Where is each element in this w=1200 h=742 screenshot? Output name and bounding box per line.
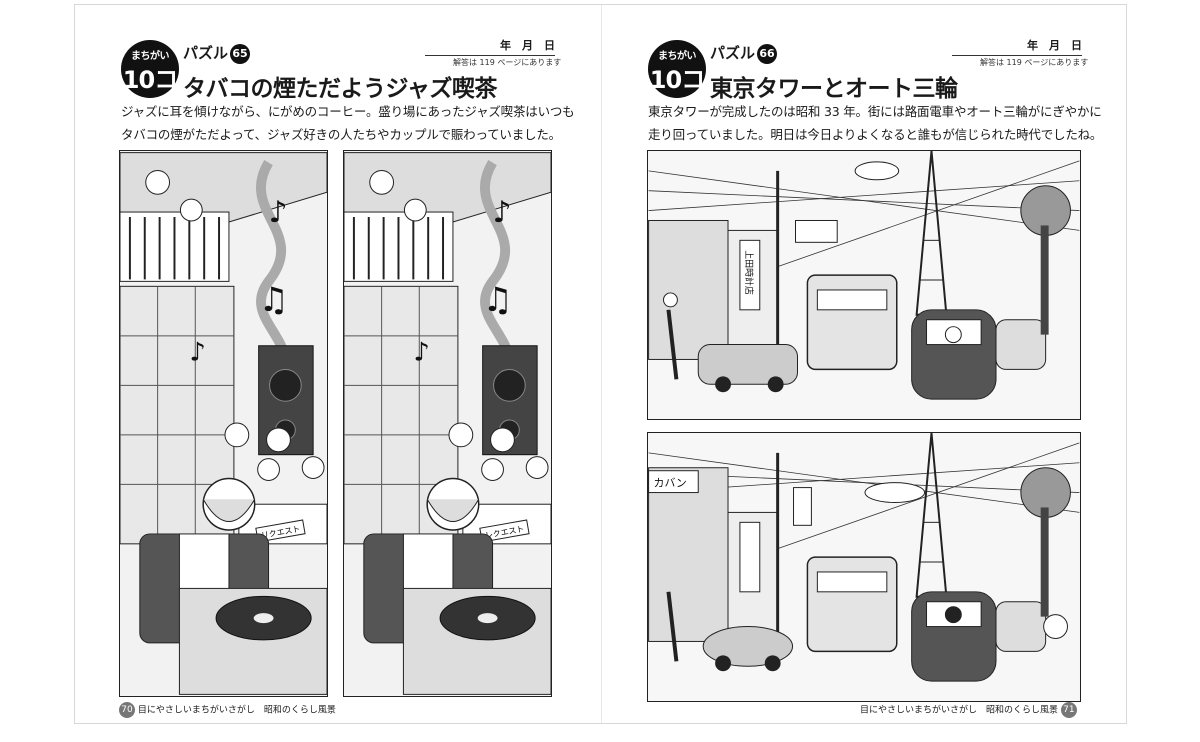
svg-text:♪: ♪ [413,338,429,368]
badge-count: 10コ [649,66,705,94]
puzzle-label-text: パズル [183,44,229,62]
intro-line-1: ジャズに耳を傾けながら、にがめのコーヒー。盛り場にあったジャズ喫茶はいつも [121,104,575,119]
badge-count: 10コ [122,66,178,94]
svg-text:♪: ♪ [269,195,288,230]
puzzle-number: 66 [757,43,778,64]
intro-line-2: 走り回っていました。明日は今日よりよくなると誰もが信じられた時代でしたね。 [648,127,1103,142]
right-footer: 目にやさしいまちがいさがし 昭和のくらし風景 71 [860,702,1077,718]
jazz-cafe-panel-altered[interactable]: ♪ ♫ ♪ レクエスト [343,150,552,697]
date-field: 年 月 日 [425,37,555,56]
answer-note: 解答は 119 ページにあります [453,58,562,67]
puzzle-number: 65 [230,43,251,64]
puzzle-label-text: パズル [710,44,756,62]
badge-label: まちがい [131,51,170,62]
jazz-cafe-illustration-altered: ♪ ♫ ♪ レクエスト [344,152,551,695]
intro-text: 東京タワーが完成したのは昭和 33 年。街には路面電車やオート三輪がにぎやかに … [648,100,1108,146]
svg-text:♪: ♪ [189,338,205,368]
svg-text:♪: ♪ [493,195,512,230]
badge-label: まちがい [658,51,697,62]
shop-sign-text: 上田時計店 [743,250,755,295]
tokyo-tower-panel-altered[interactable]: カバン [647,432,1081,702]
jazz-cafe-panel-original[interactable]: ♪ ♫ ♪ リクエスト [119,150,328,697]
page-fold [601,5,602,723]
left-footer: 70 目にやさしいまちがいさがし 昭和のくらし風景 [119,702,336,718]
page-title: 東京タワーとオート三輪 [710,76,958,102]
difference-count-badge: まちがい 10コ [121,40,179,98]
page-number: 70 [119,702,135,718]
svg-text:♫: ♫ [483,280,513,319]
page-number: 71 [1060,702,1077,718]
difference-count-badge: まちがい 10コ [648,40,706,98]
street-illustration-altered: カバン [648,433,1080,701]
bag-sign-text: カバン [654,477,687,490]
intro-text: ジャズに耳を傾けながら、にがめのコーヒー。盛り場にあったジャズ喫茶はいつも タバ… [121,100,581,146]
intro-line-1: 東京タワーが完成したのは昭和 33 年。街には路面電車やオート三輪がにぎやかに [648,104,1102,119]
date-field: 年 月 日 [952,37,1082,56]
answer-note: 解答は 119 ページにあります [980,58,1089,67]
tokyo-tower-panel-original[interactable]: 上田時計店 [647,150,1081,420]
jazz-cafe-illustration: ♪ ♫ ♪ リクエスト [120,152,327,695]
footer-text: 目にやさしいまちがいさがし 昭和のくらし風景 [860,705,1059,716]
footer-text: 目にやさしいまちがいさがし 昭和のくらし風景 [137,705,336,716]
svg-text:♫: ♫ [259,280,289,319]
street-illustration: 上田時計店 [648,151,1080,419]
page-title: タバコの煙ただようジャズ喫茶 [183,76,497,102]
intro-line-2: タバコの煙がただよって、ジャズ好きの人たちやカップルで賑わっていました。 [121,127,561,142]
